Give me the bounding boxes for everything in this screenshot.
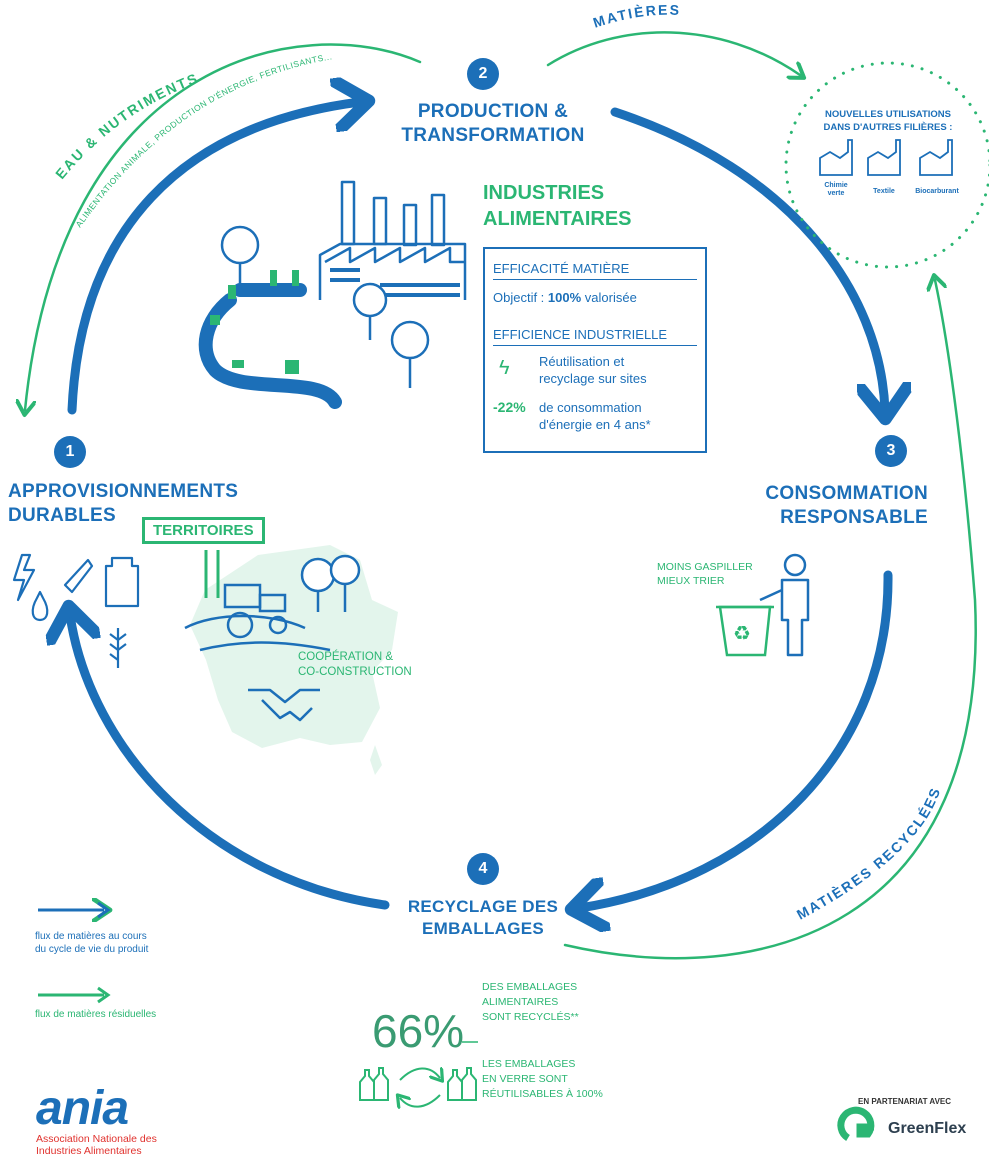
consommation-line2: MIEUX TRIER xyxy=(657,575,725,587)
ania-logo: ania xyxy=(36,1082,129,1135)
legend-blue-line2: du cycle de vie du produit xyxy=(35,944,149,955)
production-items-icon xyxy=(210,270,299,374)
arrow-eau xyxy=(25,43,422,410)
recycled-line2: ALIMENTAIRES xyxy=(482,996,559,1008)
verre-line1: LES EMBALLAGES xyxy=(482,1058,576,1070)
efficience-title: EFFICIENCE INDUSTRIELLE xyxy=(493,327,697,346)
resource-icons xyxy=(12,553,140,668)
nouvelles-item-biocarburant: Biocarburant xyxy=(915,188,959,195)
recycled-line3: SONT RECYCLÉS** xyxy=(482,1011,579,1023)
greenflex-logo-icon xyxy=(837,1106,875,1141)
ania-subtitle-line2: Industries Alimentaires xyxy=(36,1145,142,1157)
stage-4-title-line1: RECYCLAGE DES xyxy=(407,897,559,916)
stage-1-title-line2: DURABLES xyxy=(8,505,116,526)
energy-value: -22% xyxy=(493,399,526,415)
nouvelles-title-line2: DANS D'AUTRES FILIÈRES : xyxy=(823,122,953,133)
legend-green-text: flux de matières résiduelles xyxy=(35,1009,157,1020)
nouvelles-item-textile: Textile xyxy=(873,188,895,195)
stage-4-title-line2: EMBALLAGES xyxy=(422,919,544,938)
reuse-text: Réutilisation et recyclage sur sites xyxy=(539,353,647,387)
stage-3-title-line1: CONSOMMATION xyxy=(765,483,928,504)
industries-title-line2: ALIMENTAIRES xyxy=(483,208,632,230)
territoires-sign: TERRITOIRES xyxy=(142,517,265,544)
industries-title-line1: INDUSTRIES xyxy=(483,182,605,204)
verre-line3: RÉUTILISABLES À 100% xyxy=(482,1088,603,1100)
stage-3-title-line2: RESPONSABLE xyxy=(780,507,928,528)
stage-4-number: 4 xyxy=(467,853,499,885)
legend-blue-line1: flux de matières au cours xyxy=(35,931,147,942)
reuse-line2: recyclage sur sites xyxy=(539,371,647,386)
industry-icons xyxy=(819,139,953,176)
recycled-percent: 66% xyxy=(372,1005,465,1057)
factory-illustration xyxy=(198,180,467,409)
svg-text:MATIÈRES RECYCLÉES: MATIÈRES RECYCLÉES xyxy=(794,784,944,922)
stage-3-title: CONSOMMATION RESPONSABLE xyxy=(700,482,928,530)
arrow-4-to-1 xyxy=(70,615,390,910)
recycled-text: DES EMBALLAGES ALIMENTAIRES SONT RECYCLÉ… xyxy=(482,980,579,1025)
stage-1-number: 1 xyxy=(54,436,86,468)
person-recycling-icon xyxy=(759,553,810,657)
efficacite-title: EFFICACITÉ MATIÈRE xyxy=(493,261,697,280)
energy-line1: de consommation xyxy=(539,400,642,415)
arrow-matieres xyxy=(546,31,800,75)
arrow-3-to-4 xyxy=(580,570,893,908)
stage-1-title: APPROVISIONNEMENTS DURABLES xyxy=(8,480,238,528)
legend-blue-text: flux de matières au cours du cycle de vi… xyxy=(35,930,148,956)
label-matieres-recyclees: MATIÈRES RECYCLÉES xyxy=(794,784,942,922)
svg-text:♻: ♻ xyxy=(733,621,751,645)
objectif-value: 100% xyxy=(547,290,582,305)
factory-trees xyxy=(220,225,430,388)
industries-info-box: EFFICACITÉ MATIÈRE Objectif : 100% valor… xyxy=(483,247,707,453)
tractor-icon xyxy=(184,583,331,652)
svg-text:MATIÈRES: MATIÈRES xyxy=(591,2,681,31)
nouvelles-title: NOUVELLES UTILISATIONS DANS D'AUTRES FIL… xyxy=(800,108,976,134)
arrow-matieres-recyclees xyxy=(563,280,977,960)
stage-2-title: PRODUCTION & TRANSFORMATION xyxy=(378,100,608,148)
stage-2-number: 2 xyxy=(467,58,499,90)
stage-2-title-line1: PRODUCTION & xyxy=(417,101,569,122)
handshake-icon xyxy=(248,688,320,722)
verre-line2: EN VERRE SONT xyxy=(482,1073,568,1085)
reuse-line1: Réutilisation et xyxy=(539,354,625,369)
industries-title: INDUSTRIES ALIMENTAIRES xyxy=(483,180,632,232)
nouvelles-item-chimie: Chimie verte xyxy=(824,182,848,197)
ania-subtitle-line1: Association Nationale des xyxy=(36,1133,157,1145)
verre-text: LES EMBALLAGES EN VERRE SONT RÉUTILISABL… xyxy=(482,1057,603,1102)
label-matieres: MATIÈRES xyxy=(591,2,679,31)
consommation-line1: MOINS GASPILLER xyxy=(657,561,753,573)
arrow-1-to-2 xyxy=(67,102,360,415)
objectif-suffix: valorisée xyxy=(581,290,637,305)
stage-3-number: 3 xyxy=(875,435,907,467)
objectif-text: Objectif : 100% valorisée xyxy=(493,289,637,306)
energy-line2: d'énergie en 4 ans* xyxy=(539,417,651,432)
partner-label: EN PARTENARIAT AVEC xyxy=(858,1097,952,1106)
arrow-2-to-3 xyxy=(610,107,885,410)
territoires-post xyxy=(204,550,220,598)
recycled-line1: DES EMBALLAGES xyxy=(482,981,578,993)
cooperation-line1: COOPÉRATION & xyxy=(298,651,393,663)
territoires-trees xyxy=(300,554,361,612)
cooperation-line2: CO-CONSTRUCTION xyxy=(298,666,412,678)
objectif-prefix: Objectif : xyxy=(493,290,548,305)
glass-bottles-icon xyxy=(359,1068,477,1107)
stage-2-title-line2: TRANSFORMATION xyxy=(401,125,585,146)
recycling-bin-icon: ♻ xyxy=(716,605,774,657)
stage-4-title: RECYCLAGE DES EMBALLAGES xyxy=(388,896,578,940)
consommation-text: MOINS GASPILLER MIEUX TRIER xyxy=(657,560,753,588)
energy-text: de consommation d'énergie en 4 ans* xyxy=(539,399,651,433)
cooperation-text: COOPÉRATION & CO-CONSTRUCTION xyxy=(298,650,412,680)
energy-water-icon: ϟ xyxy=(499,357,510,379)
stage-1-title-line1: APPROVISIONNEMENTS xyxy=(8,481,239,502)
nouvelles-title-line1: NOUVELLES UTILISATIONS xyxy=(825,109,951,120)
ania-subtitle: Association Nationale des Industries Ali… xyxy=(36,1133,157,1157)
partner-name: GreenFlex xyxy=(888,1120,967,1137)
